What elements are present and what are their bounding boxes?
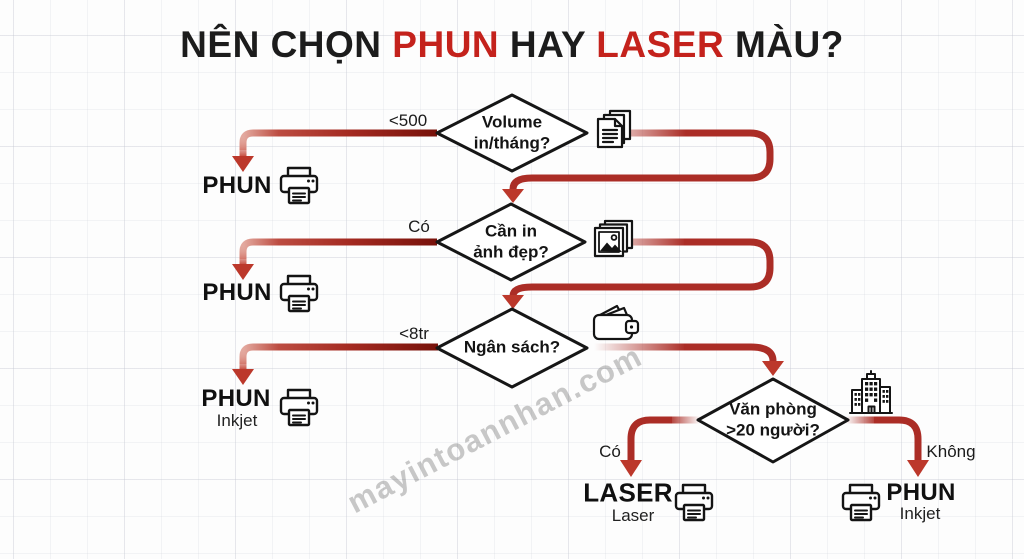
decision-volume-diamond	[435, 93, 589, 173]
wallet-icon	[592, 304, 640, 341]
decision-office-label: Văn phòng >20 người?	[726, 399, 820, 439]
decision-photo-diamond	[435, 202, 587, 282]
connector-volume-left	[232, 129, 437, 172]
arrowhead	[620, 460, 642, 477]
page-title: NÊN CHỌN PHUN HAY LASER MÀU?	[0, 24, 1024, 66]
branch-label-photo: Có	[408, 217, 430, 236]
connector-budget-left	[232, 343, 438, 385]
decision-office-diamond	[696, 377, 850, 464]
arrowhead	[232, 369, 254, 385]
printer-icon	[674, 483, 714, 522]
branch-label-budget: <8tr	[399, 324, 429, 343]
result-photo: PHUN	[202, 279, 272, 306]
title-part: MÀU?	[724, 24, 844, 65]
connector-budget-right	[594, 343, 784, 376]
printer-icon	[841, 483, 881, 522]
building-icon	[849, 370, 893, 414]
connector-photo-left	[232, 238, 437, 280]
photos-icon	[593, 219, 634, 258]
title-part: NÊN CHỌN	[180, 24, 393, 65]
result-office-yes: LASER	[583, 477, 673, 508]
branch-label-volume: <500	[388, 111, 428, 130]
arrowhead	[502, 295, 524, 309]
documents-icon	[596, 109, 632, 149]
arrowhead	[762, 361, 784, 376]
arrowhead	[502, 189, 524, 203]
connector-office-no	[846, 416, 929, 477]
decision-volume-label: Volume in/tháng?	[473, 112, 551, 152]
branch-label-office-no: Không	[926, 442, 976, 461]
title-part-phun: PHUN	[392, 24, 500, 65]
decision-photo-label: Cần in ảnh đẹp?	[473, 221, 549, 261]
title-part-laser: LASER	[596, 24, 725, 65]
arrowhead	[907, 460, 929, 477]
result-office-no-sub: Inkjet	[899, 504, 941, 523]
result-volume: PHUN	[202, 172, 272, 199]
result-office-no: PHUN	[886, 479, 956, 506]
result-office-yes-sub: Laser	[611, 506, 655, 525]
connector-office-yes	[620, 416, 700, 477]
decision-budget-diamond	[435, 307, 589, 389]
arrowhead	[232, 264, 254, 280]
result-budget-sub: Inkjet	[216, 411, 258, 430]
arrowhead	[232, 156, 254, 172]
decision-budget-label: Ngân sách?	[463, 337, 561, 357]
printer-icon	[279, 388, 319, 427]
result-budget: PHUN	[201, 385, 271, 412]
title-part: HAY	[499, 24, 597, 65]
printer-icon	[279, 274, 319, 313]
printer-icon	[279, 166, 319, 205]
branch-label-office-yes: Có	[599, 442, 621, 461]
